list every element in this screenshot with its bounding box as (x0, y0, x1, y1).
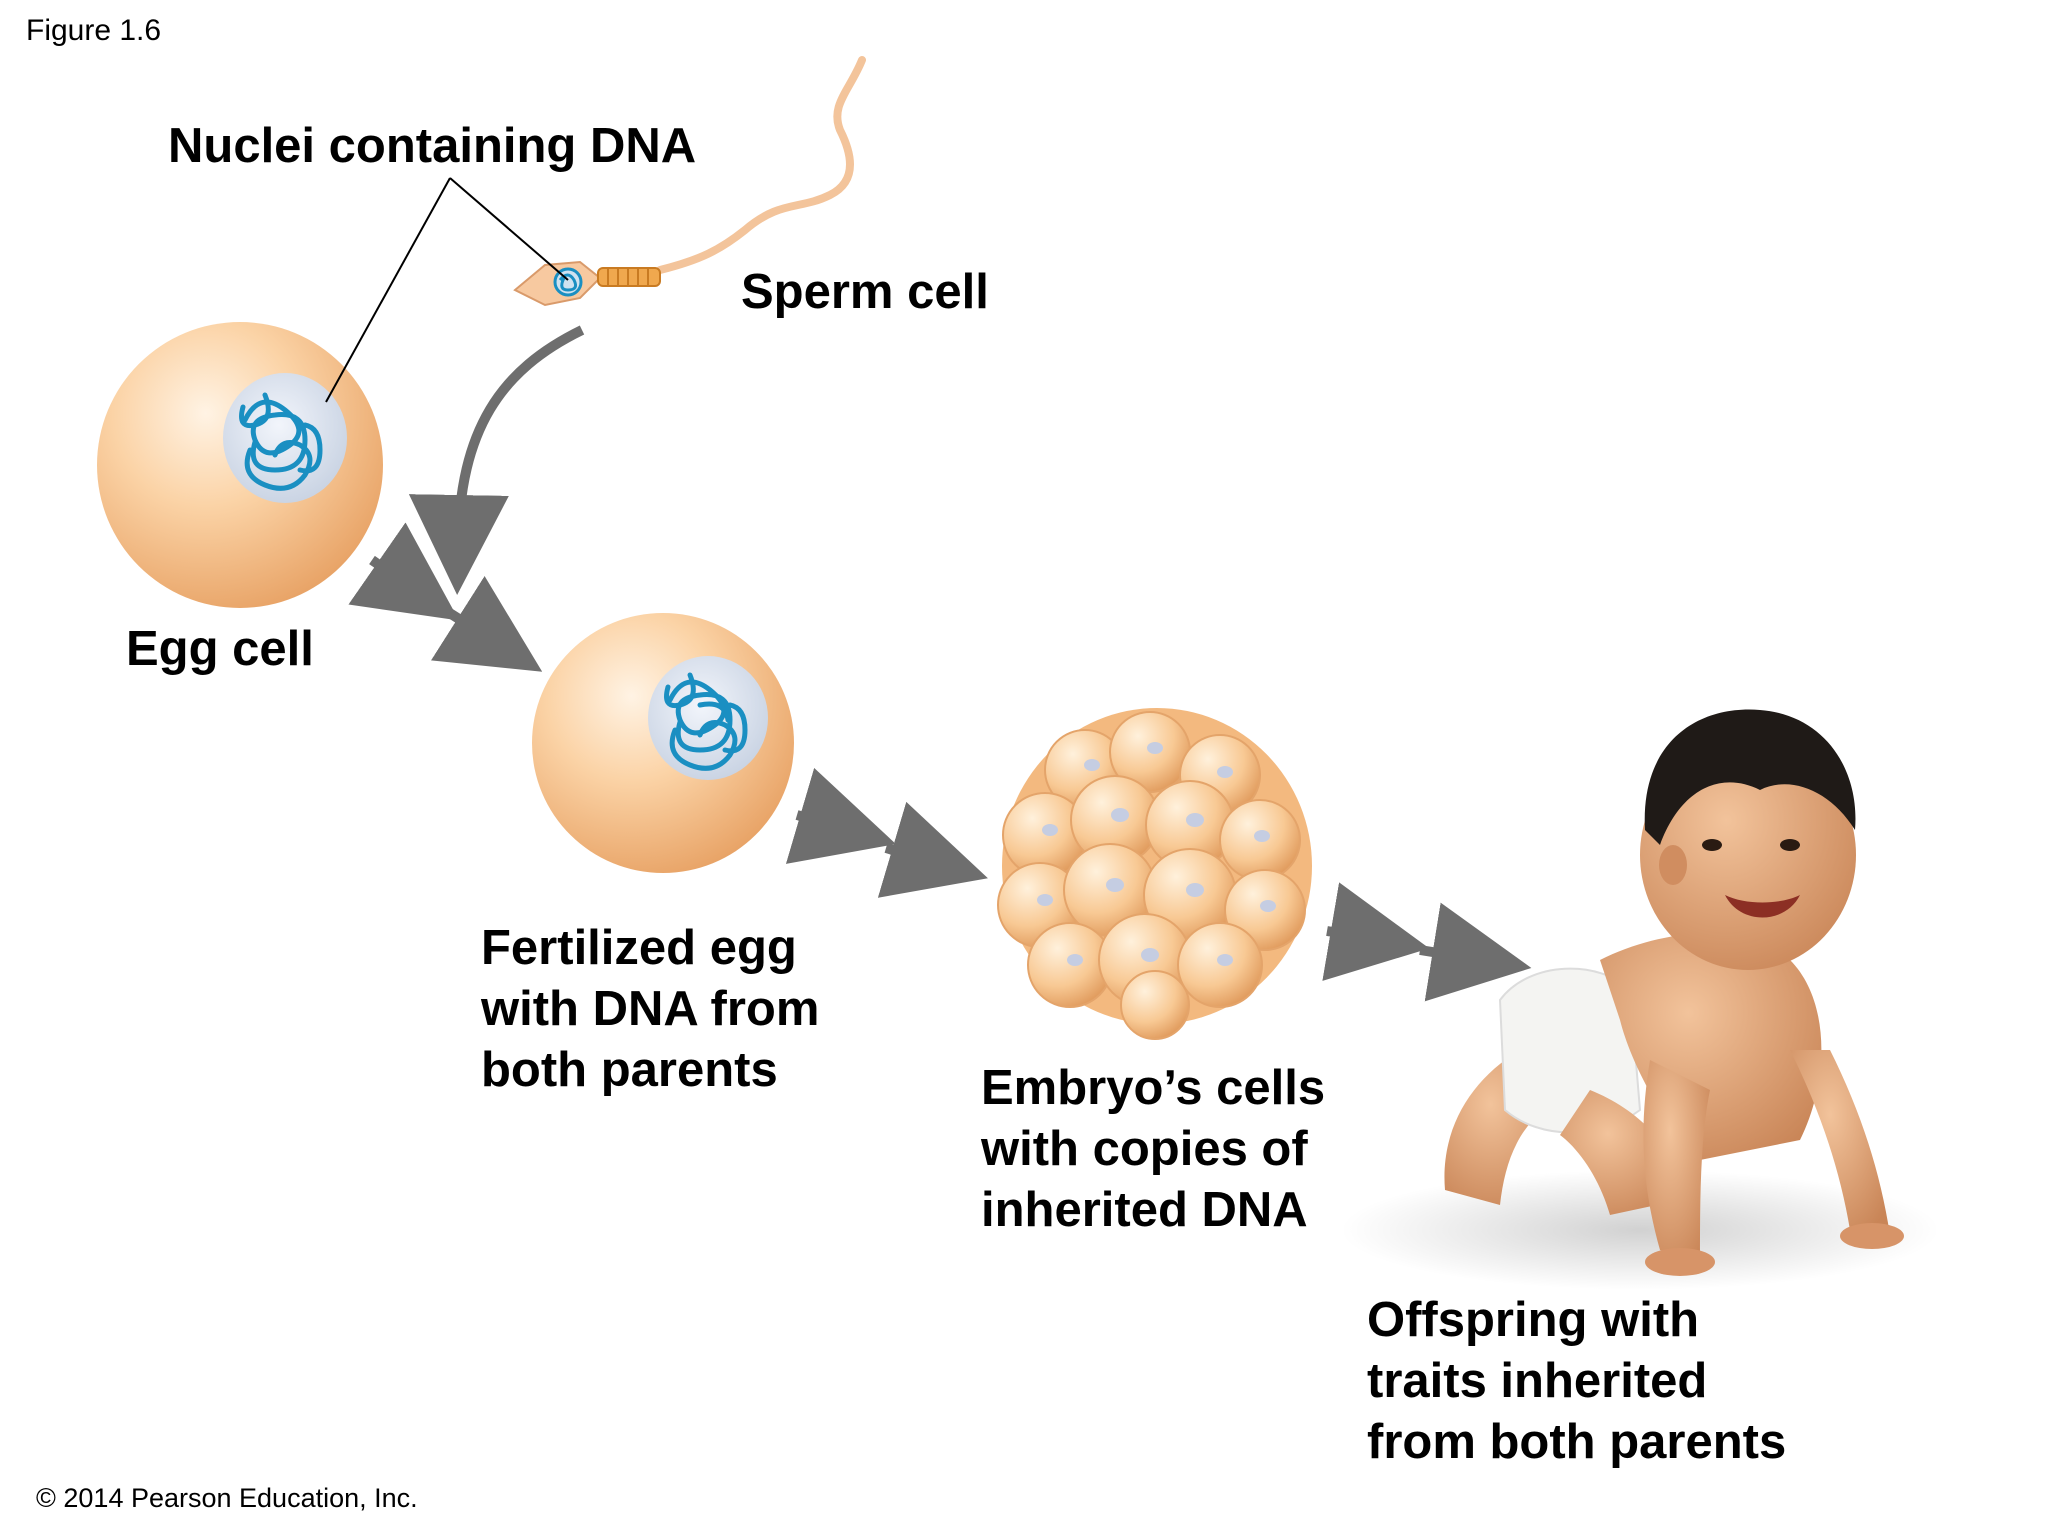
nuclei-pointer-lines (325, 177, 569, 403)
curved-arrow (408, 325, 585, 595)
offspring-line-3: from both parents (1367, 1415, 1787, 1469)
arrow-fertilized-to-embryo (785, 767, 988, 898)
offspring-line-1: Offspring with (1367, 1293, 1700, 1347)
offspring-label: Offspring with traits inherited from bot… (1367, 1290, 1786, 1473)
egg-cell-label: Egg cell (126, 622, 314, 676)
fertilized-line-3: both parents (481, 1043, 778, 1097)
arrow-egg-to-fertilized (348, 522, 543, 672)
egg-cell-illustration (97, 322, 383, 608)
offspring-line-2: traits inherited (1367, 1354, 1708, 1408)
embryo-line-1: Embryo’s cells (981, 1061, 1326, 1115)
copyright-notice: © 2014 Pearson Education, Inc. (36, 1483, 418, 1513)
figure-label: Figure 1.6 (26, 14, 162, 47)
embryo-illustration (997, 708, 1312, 1040)
egg-dna-icon (239, 392, 323, 491)
sperm-cell-illustration (513, 56, 866, 307)
embryo-line-3: inherited DNA (981, 1183, 1308, 1237)
nuclei-label: Nuclei containing DNA (168, 119, 697, 173)
fertilized-line-2: with DNA from (481, 982, 820, 1036)
fertilized-egg-label: Fertilized egg with DNA from both parent… (481, 918, 819, 1101)
fertilized-line-1: Fertilized egg (481, 921, 797, 975)
sperm-cell-label: Sperm cell (741, 265, 989, 319)
fertilized-dna-icon (664, 672, 748, 771)
baby-illustration (1340, 709, 1940, 1290)
fertilized-egg-illustration (532, 613, 794, 873)
embryo-label: Embryo’s cells with copies of inherited … (981, 1058, 1325, 1241)
embryo-line-2: with copies of (981, 1122, 1308, 1176)
arrow-embryo-to-offspring (1322, 882, 1532, 1002)
